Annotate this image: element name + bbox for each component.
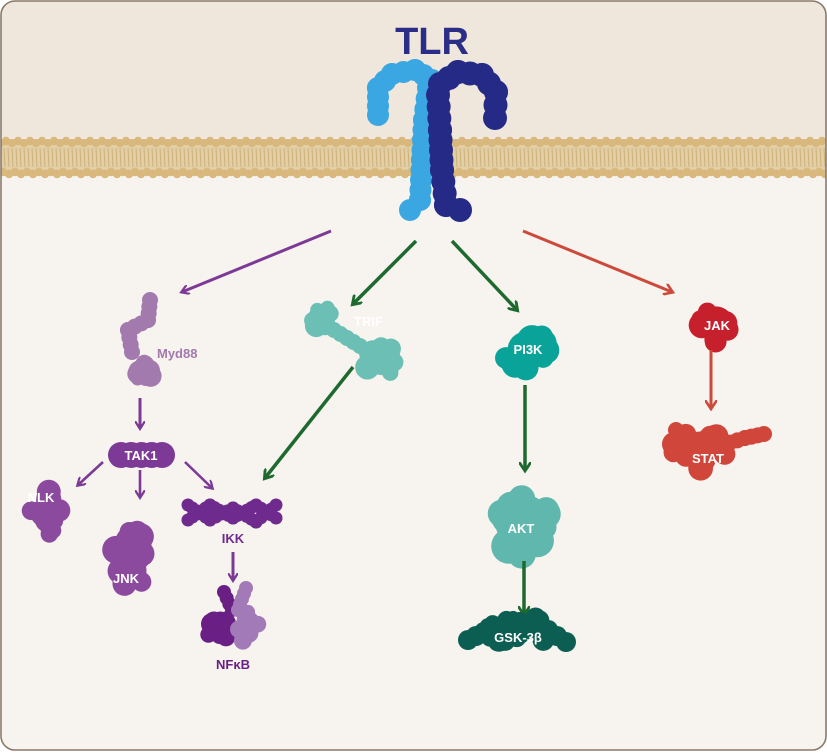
arrow-tak1-to-nlk — [78, 461, 104, 485]
ikk-complex — [181, 498, 283, 529]
ikk-label: IKK — [222, 531, 245, 546]
jak-label: JAK — [704, 318, 731, 333]
arrow-tak1-to-ikk — [184, 461, 212, 488]
akt-protein — [487, 485, 561, 569]
trif-label: TRIF — [354, 314, 383, 329]
tlr-receptor — [367, 59, 508, 222]
jnk-label: JNK — [113, 571, 140, 586]
myd88-label: Myd88 — [157, 346, 197, 361]
tlr-label: TLR — [395, 21, 469, 63]
gsk3b-protein — [458, 607, 576, 652]
arrow-tlr-to-pi3k — [450, 239, 517, 310]
arrow-tlr-to-myd88 — [182, 229, 332, 292]
jnk-protein — [102, 520, 155, 596]
nfkb-protein — [200, 581, 267, 650]
pi3k-label: PI3K — [514, 342, 544, 357]
nlk-label: NLK — [28, 490, 55, 505]
myd88-protein — [120, 292, 162, 387]
nlk-protein — [21, 479, 71, 543]
stat-label: STAT — [692, 451, 724, 466]
stat-protein — [662, 422, 772, 481]
pi3k-protein — [495, 325, 560, 381]
trif-protein — [304, 300, 404, 381]
arrow-tlr-to-jak — [522, 229, 672, 292]
tak1-protein — [108, 442, 175, 468]
tak1-label: TAK1 — [125, 448, 158, 463]
gsk3b-label: GSK-3β — [494, 630, 542, 645]
arrow-trif-to-ikk — [265, 365, 355, 478]
jak-protein — [688, 302, 739, 353]
akt-label: AKT — [508, 521, 535, 536]
arrow-tlr-to-trif — [353, 239, 418, 304]
nfkb-label: NFκB — [216, 657, 250, 672]
